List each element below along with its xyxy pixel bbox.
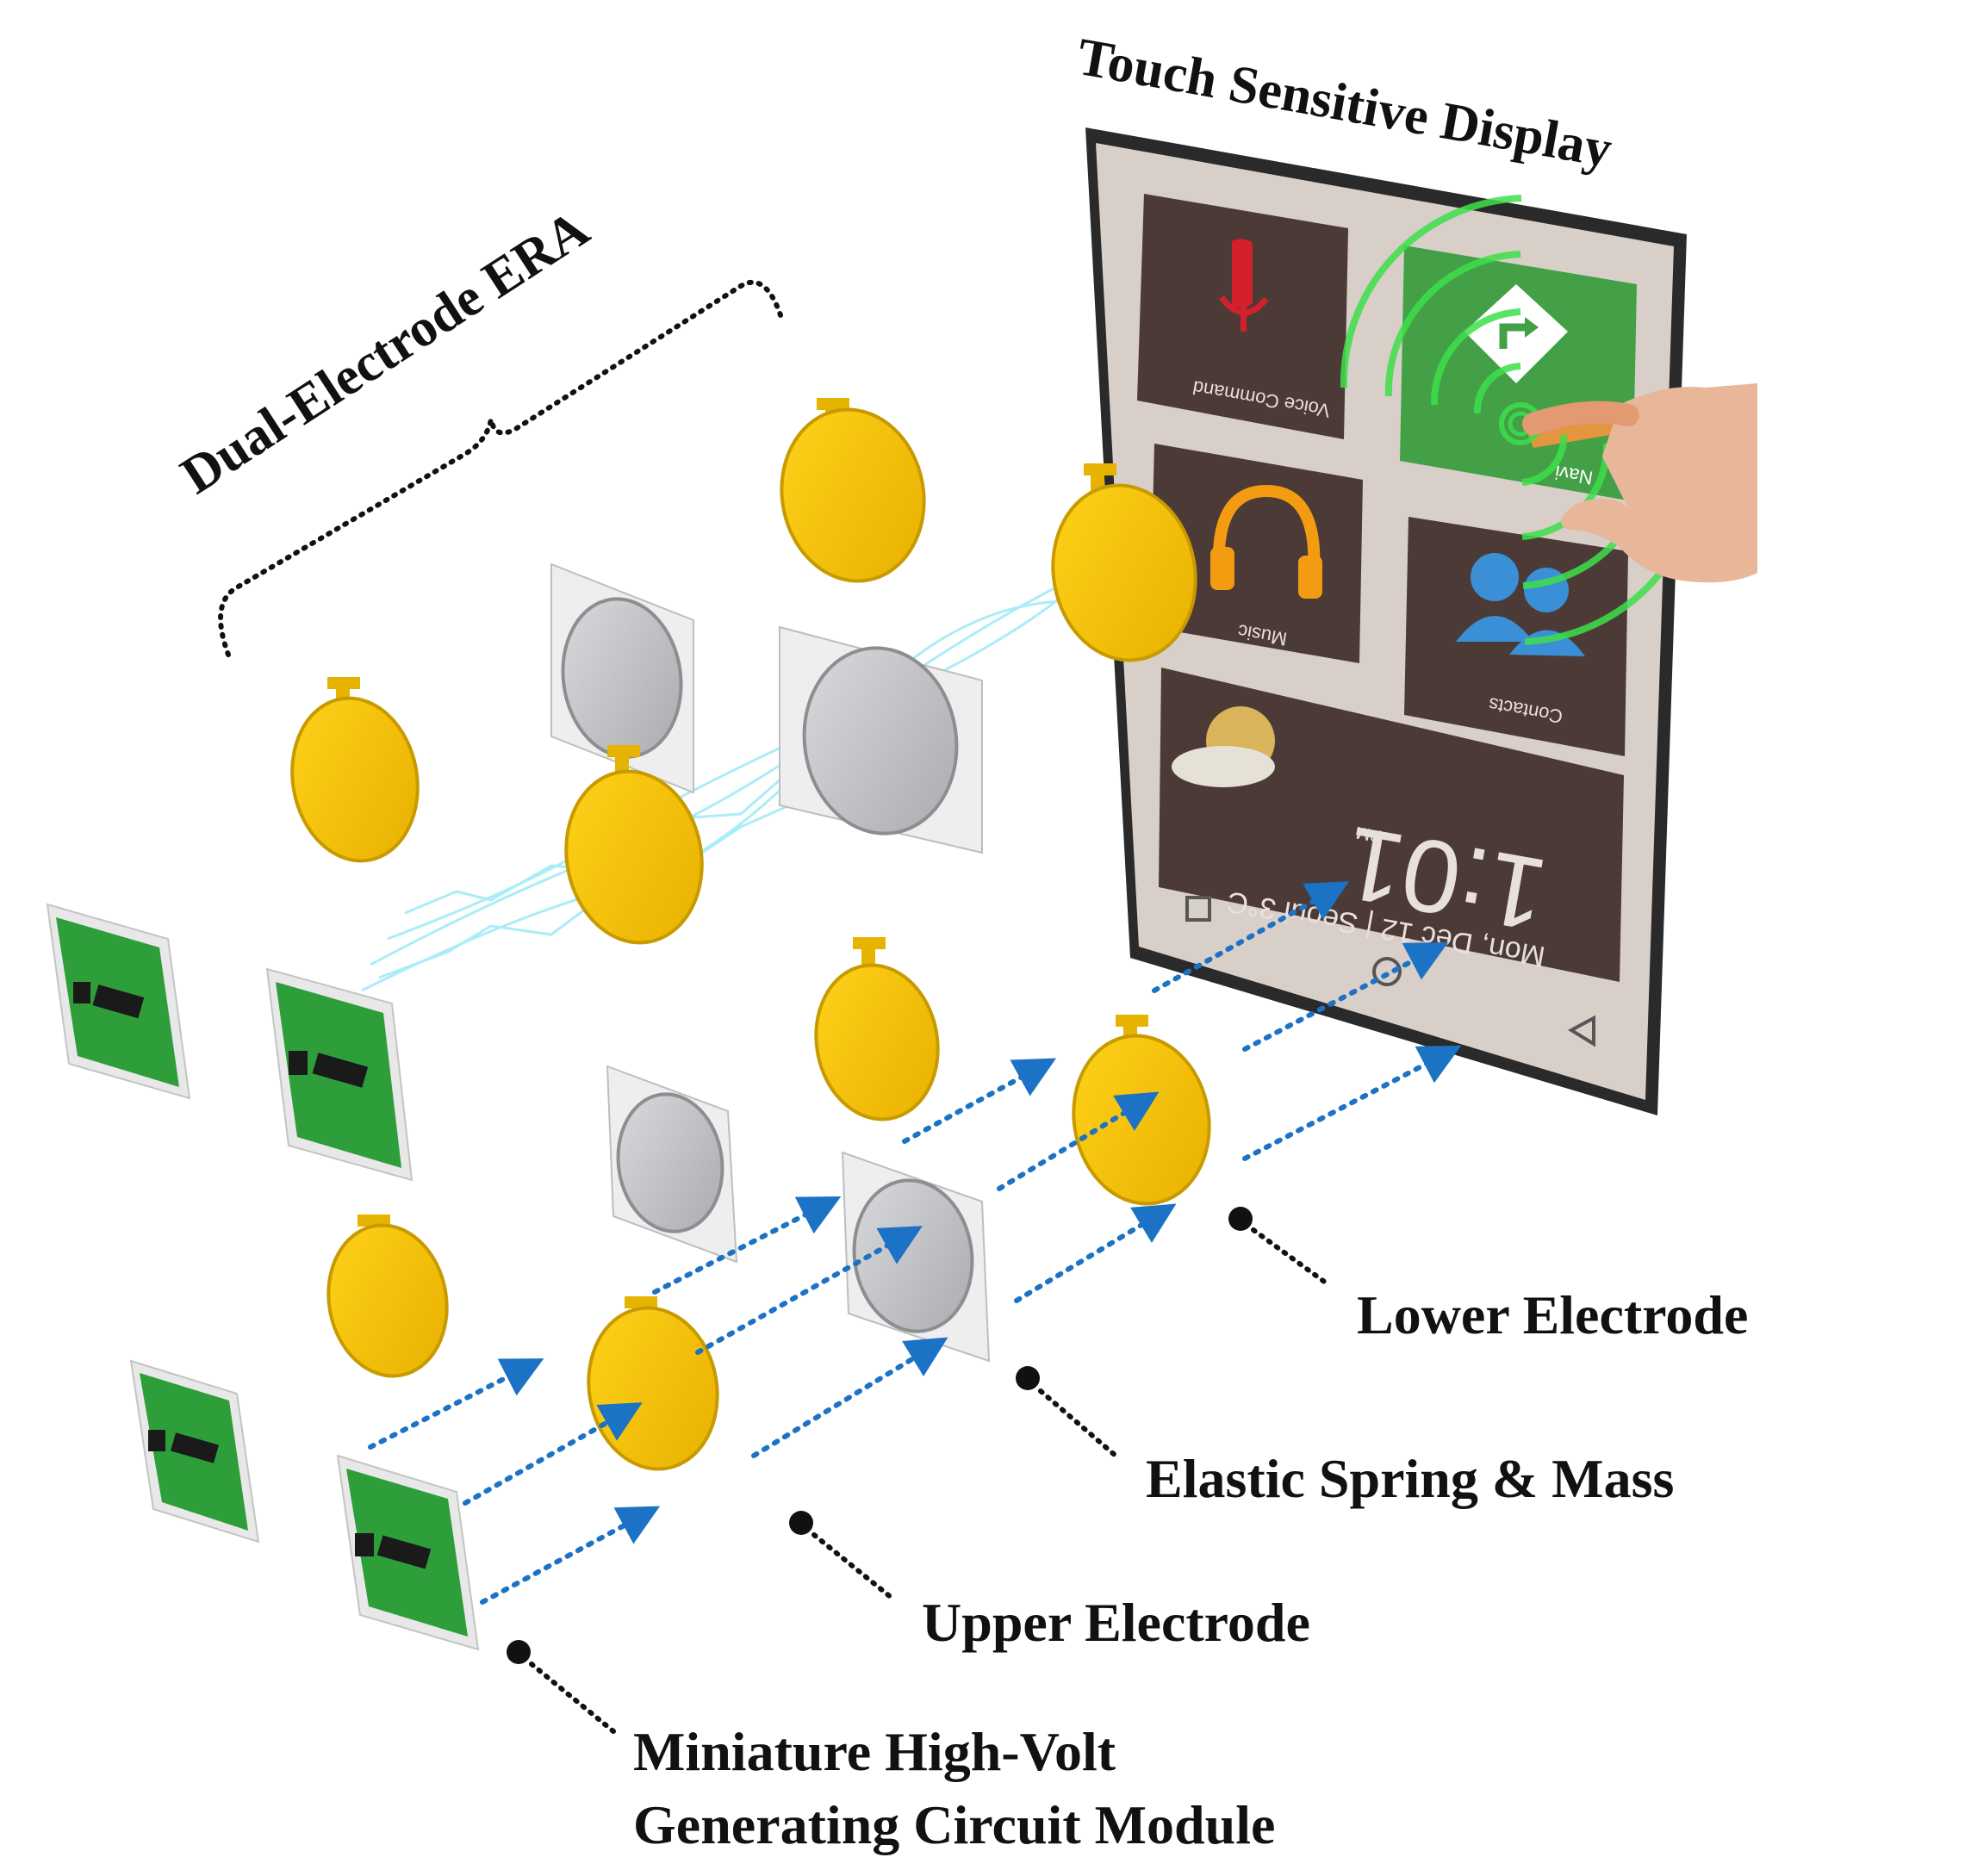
hand <box>1522 383 1757 583</box>
elastic-spring-label: Elastic Spring & Mass <box>1146 1448 1674 1509</box>
home-icon <box>1372 957 1402 986</box>
leader-circuit-module <box>507 1640 616 1734</box>
arrow <box>902 1058 1057 1144</box>
arrow <box>1152 881 1349 993</box>
electric-spark <box>361 550 1113 992</box>
upper-electrode-top-left <box>290 677 420 863</box>
tile-voice-command: Voice Command <box>1137 194 1348 439</box>
back-icon <box>1567 1015 1595 1047</box>
circuit-module-3 <box>129 1359 260 1544</box>
upper-electrode-top-center <box>564 745 704 945</box>
leader-lower-electrode <box>1228 1207 1329 1286</box>
circuit-module-4 <box>336 1454 480 1651</box>
arrow <box>368 1358 544 1450</box>
tile-contacts: Contacts <box>1404 517 1628 756</box>
upper-electrode-bottom-center <box>587 1296 719 1471</box>
clock-ampm: PM <box>1355 823 1384 846</box>
lower-electrode-bottom-top <box>814 937 940 1121</box>
lower-electrode-bottom-front <box>1072 1015 1211 1206</box>
arrow <box>695 1226 923 1355</box>
dual-electrode-bracket <box>218 279 785 657</box>
spring-mass-bottom-left <box>606 1065 738 1264</box>
circuit-module-1 <box>46 903 191 1100</box>
circuit-module-2 <box>265 967 414 1182</box>
upper-electrode-label: Upper Electrode <box>922 1592 1310 1653</box>
lower-electrode-top <box>780 398 926 583</box>
arrow <box>652 1196 842 1295</box>
lower-electrode-label: Lower Electrode <box>1357 1284 1748 1345</box>
tile-clock-weather: 1:01 PM Mon, Dec 12 | Seoul 3°C <box>1159 668 1624 982</box>
signal-arrows <box>368 881 1462 1605</box>
arrow <box>1014 1203 1177 1303</box>
arrow <box>997 1091 1160 1191</box>
leader-upper-electrode <box>789 1511 894 1600</box>
lower-electrode-front <box>1051 463 1197 662</box>
upper-electrode-bottom-left <box>326 1214 449 1378</box>
recent-apps-icon <box>1185 896 1211 922</box>
leader-elastic-spring <box>1016 1366 1118 1458</box>
spring-mass-top-right <box>779 625 983 854</box>
arrow <box>751 1337 948 1458</box>
arrow <box>480 1506 661 1605</box>
circuit-module-label-line1: Miniature High-Volt <box>633 1721 1116 1782</box>
arrow <box>1242 941 1449 1052</box>
touch-display: Voice Command Navi Music Contacts <box>1073 28 1757 1115</box>
spring-mass-top-left <box>550 562 694 794</box>
tile-music: Music <box>1150 444 1363 663</box>
arrow <box>463 1402 643 1506</box>
dual-electrode-label: Dual-Electrode ERA <box>171 199 600 506</box>
circuit-module-label-line2: Generating Circuit Module <box>633 1794 1275 1855</box>
arrow <box>1242 1045 1462 1161</box>
